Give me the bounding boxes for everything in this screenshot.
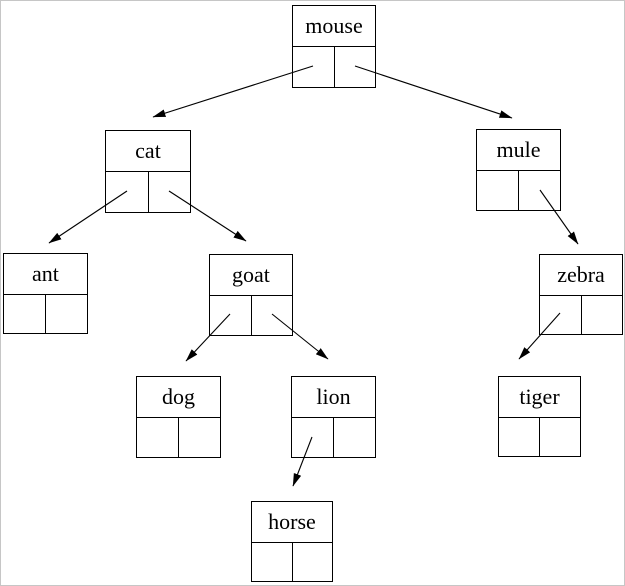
right-pointer-cell — [293, 543, 333, 581]
node-label-zebra: zebra — [540, 255, 622, 296]
right-pointer-cell — [179, 418, 220, 457]
node-pointer-cells — [293, 47, 375, 87]
node-label-mule: mule — [477, 130, 560, 171]
node-pointer-cells — [292, 418, 375, 457]
node-lion: lion — [291, 376, 376, 458]
node-label-horse: horse — [252, 502, 332, 543]
left-pointer-cell — [4, 295, 46, 333]
node-pointer-cells — [4, 295, 87, 333]
node-pointer-cells — [499, 418, 580, 456]
node-label-dog: dog — [137, 377, 220, 418]
left-pointer-cell — [540, 296, 582, 334]
left-pointer-cell — [477, 171, 519, 210]
node-label-mouse: mouse — [293, 6, 375, 47]
node-mouse: mouse — [292, 5, 376, 88]
left-pointer-cell — [106, 172, 149, 212]
node-label-lion: lion — [292, 377, 375, 418]
right-pointer-cell — [582, 296, 623, 334]
node-dog: dog — [136, 376, 221, 458]
right-pointer-cell — [46, 295, 87, 333]
node-pointer-cells — [540, 296, 622, 334]
left-pointer-cell — [292, 418, 334, 457]
edge-mouse-left-cat — [152, 65, 314, 118]
right-pointer-cell — [252, 296, 293, 335]
right-pointer-cell — [540, 418, 580, 456]
node-horse: horse — [251, 501, 333, 582]
left-pointer-cell — [252, 543, 293, 581]
node-pointer-cells — [210, 296, 292, 335]
node-label-ant: ant — [4, 254, 87, 295]
left-pointer-cell — [137, 418, 179, 457]
node-ant: ant — [3, 253, 88, 334]
node-zebra: zebra — [539, 254, 623, 335]
right-pointer-cell — [149, 172, 191, 212]
right-pointer-cell — [519, 171, 560, 210]
node-tiger: tiger — [498, 376, 581, 457]
left-pointer-cell — [210, 296, 252, 335]
node-pointer-cells — [106, 172, 190, 212]
node-label-cat: cat — [106, 131, 190, 172]
left-pointer-cell — [293, 47, 335, 87]
left-pointer-cell — [499, 418, 540, 456]
right-pointer-cell — [334, 418, 375, 457]
node-pointer-cells — [477, 171, 560, 210]
node-goat: goat — [209, 254, 293, 336]
node-mule: mule — [476, 129, 561, 211]
node-pointer-cells — [252, 543, 332, 581]
right-pointer-cell — [335, 47, 376, 87]
node-label-goat: goat — [210, 255, 292, 296]
node-cat: cat — [105, 130, 191, 213]
node-label-tiger: tiger — [499, 377, 580, 418]
edge-mouse-right-mule — [354, 65, 513, 119]
node-pointer-cells — [137, 418, 220, 457]
